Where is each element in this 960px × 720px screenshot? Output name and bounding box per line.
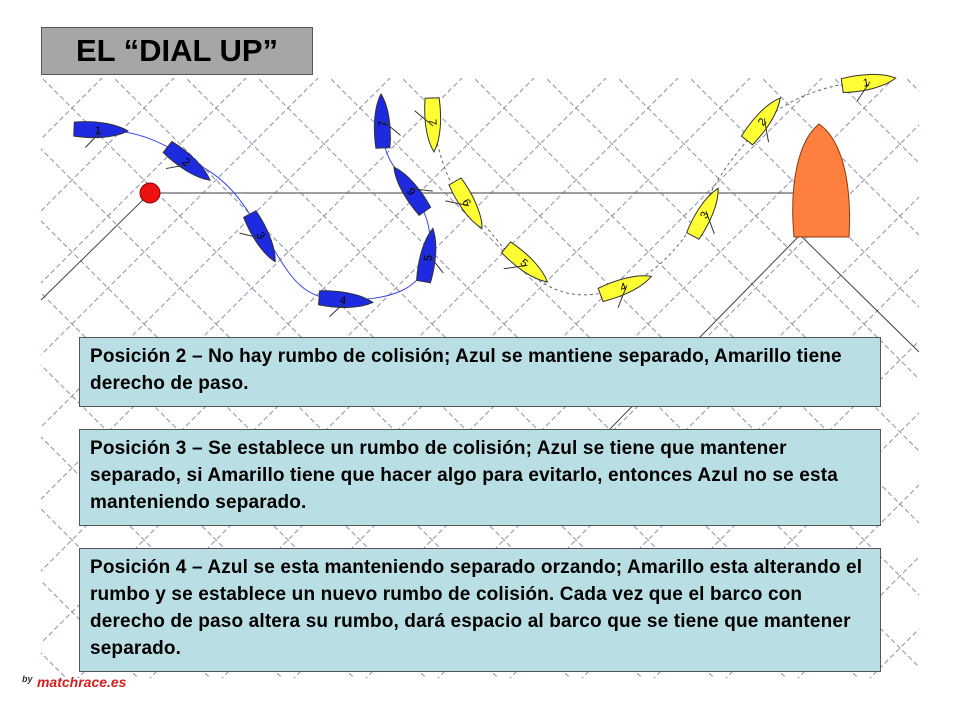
layline-pin [40,192,151,301]
boat-number: 1 [862,77,870,90]
blue-boats: 1 2 3 4 5 6 7 [73,93,444,318]
yellow-boat-3: 3 [685,187,719,240]
yellow-boat-5: 5 [500,241,549,283]
committee-boat [792,123,850,238]
blue-boat-3: 3 [239,210,276,263]
yellow-boat-7: 7 [414,97,442,153]
boat-number: 7 [377,121,389,128]
boat-number: 6 [459,197,472,208]
pin-mark [139,182,161,204]
boat-number: 6 [405,185,418,197]
blue-boat-7: 7 [373,93,401,149]
boat-number: 1 [95,125,102,137]
boat-number: 7 [426,119,438,126]
boat-number: 3 [253,230,266,241]
yellow-boat-4: 4 [597,275,653,308]
blue-boat-1: 1 [73,121,129,148]
layline-boat-right [799,234,920,353]
yellow-boat-2: 2 [740,97,781,146]
note-position-4: Posición 4 – Azul se esta manteniendo se… [79,548,881,672]
boat-number: 4 [619,281,629,294]
page-title: EL “DIAL UP” [41,27,313,75]
credit: by matchrace.es [22,674,126,692]
blue-boat-2: 2 [162,140,211,181]
note-position-2: Posición 2 – No hay rumbo de colisión; A… [79,337,881,407]
yellow-boats: 1 2 3 4 5 6 7 [414,73,897,308]
yellow-boat-1: 1 [840,73,897,103]
credit-by: by [22,674,33,684]
note-position-3: Posición 3 – Se establece un rumbo de co… [79,429,881,526]
boat-number: 5 [422,254,435,262]
credit-site: matchrace.es [36,674,127,690]
blue-boat-5: 5 [416,227,444,284]
yellow-boat-6: 6 [445,177,483,230]
blue-boat-4: 4 [317,290,374,318]
boat-number: 3 [698,210,711,221]
boat-number: 4 [339,295,346,307]
blue-boat-6: 6 [393,166,433,216]
